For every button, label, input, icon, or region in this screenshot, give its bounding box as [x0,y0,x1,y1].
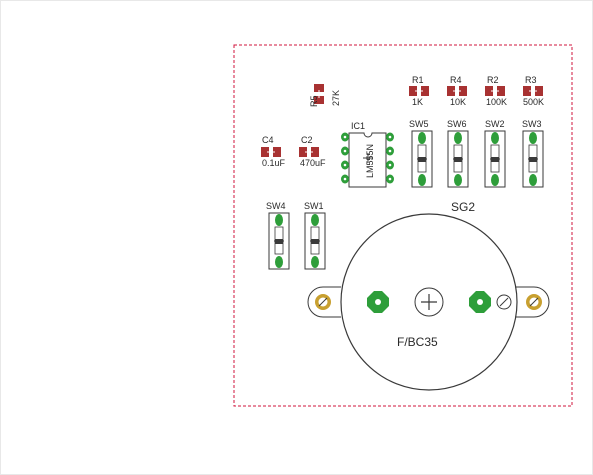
r2-ref: R2 [487,75,499,85]
capacitor-c4[interactable]: C4 0.1uF [261,135,286,168]
r2-pad-b [497,86,505,96]
capacitor-c2[interactable]: C2 470uF [299,135,326,168]
sw4-outline [268,212,290,270]
sg2-mount-tab-right [515,286,550,318]
r1-value: 1K [412,97,423,107]
sw1-outline [304,212,326,270]
c4-ref: C4 [262,135,274,145]
resistor-r4[interactable]: R4 10K [447,75,467,107]
ic1-value: LM555N [365,144,375,178]
c4-pad-a [261,147,269,157]
r3-value: 500K [523,97,544,107]
r3-pad-a [523,86,531,96]
r4-pad-b [459,86,467,96]
resistor-r2[interactable]: R2 100K [485,75,507,107]
r5-value: 27K [331,90,341,106]
sw2-pad-bottom [491,174,499,186]
r3-origin-mark [529,87,537,95]
r2-pad-a [485,86,493,96]
sw5-pad-bottom [418,174,426,186]
buzzer-sg2[interactable]: SG2 F/BC35 [307,200,550,391]
switch-sw6[interactable]: SW6 [447,119,469,188]
board-outline [233,44,573,407]
sg2-pad-right-hole [477,299,483,305]
r4-value: 10K [450,97,466,107]
r4-origin-mark [453,87,461,95]
r5-pad-a [314,84,324,92]
sw5-ref: SW5 [409,119,429,129]
sg2-plus-icon [421,294,437,310]
c2-value: 470uF [300,158,326,168]
sw2-pad-top [491,132,499,144]
r3-pad-b [535,86,543,96]
sg2-value: F/BC35 [397,335,438,349]
c2-origin-mark [305,148,313,156]
c2-pad-a [299,147,307,157]
r5-origin-mark [315,90,323,98]
sw2-outline [484,130,506,188]
c2-ref: C2 [301,135,313,145]
c4-value: 0.1uF [262,158,286,168]
r4-ref: R4 [450,75,462,85]
sg2-screw-slot [499,297,509,307]
sg2-mount-hole-left-mark [318,297,328,307]
c2-pad-b [311,147,319,157]
c4-origin-mark [267,148,275,156]
r4-pad-a [447,86,455,96]
sg2-mount-hole-right-mark [529,297,539,307]
sw1-ref: SW1 [304,201,324,211]
sw2-ref: SW2 [485,119,505,129]
r5-pad-b [314,96,324,104]
sw3-outline [522,130,544,188]
c4-pad-b [273,147,281,157]
resistor-r1[interactable]: R1 1K [409,75,429,107]
ic1-origin-mark [363,153,373,163]
ic1-pin-holes [343,135,392,181]
sw4-ref: SW4 [266,201,286,211]
ic1-body-outline [348,132,387,188]
sw6-pad-top [454,132,462,144]
sw4-pad-top [275,214,283,226]
resistor-r3[interactable]: R3 500K [523,75,544,107]
switch-sw1[interactable]: SW1 [304,201,326,270]
sg2-mount-tab-left [307,286,341,318]
ic1-ref: IC1 [351,121,365,131]
switch-sw2[interactable]: SW2 [484,119,506,188]
sw6-ref: SW6 [447,119,467,129]
r1-origin-mark [415,87,423,95]
r2-origin-mark [491,87,499,95]
r1-ref: R1 [412,75,424,85]
ic-ic1[interactable]: IC1 LM555N [341,121,394,188]
sw6-outline [447,130,469,188]
sw5-pad-top [418,132,426,144]
r3-ref: R3 [525,75,537,85]
sg2-ref: SG2 [451,200,475,214]
r5-ref: R5 [309,95,319,107]
switch-sw3[interactable]: SW3 [522,119,544,188]
switch-sw4[interactable]: SW4 [266,201,290,270]
sw3-pad-bottom [529,174,537,186]
r1-pad-a [409,86,417,96]
sw5-outline [411,130,433,188]
sg2-body-outline [340,213,518,391]
r2-value: 100K [486,97,507,107]
sw4-pad-bottom [275,256,283,268]
sw3-pad-top [529,132,537,144]
r1-pad-b [421,86,429,96]
sg2-pad-left-hole [375,299,381,305]
switch-sw5[interactable]: SW5 [409,119,433,188]
resistor-r5[interactable]: R5 27K [309,84,341,107]
sw1-pad-top [311,214,319,226]
sg2-center-circle [414,287,444,317]
sw1-pad-bottom [311,256,319,268]
sw3-ref: SW3 [522,119,542,129]
sw6-pad-bottom [454,174,462,186]
